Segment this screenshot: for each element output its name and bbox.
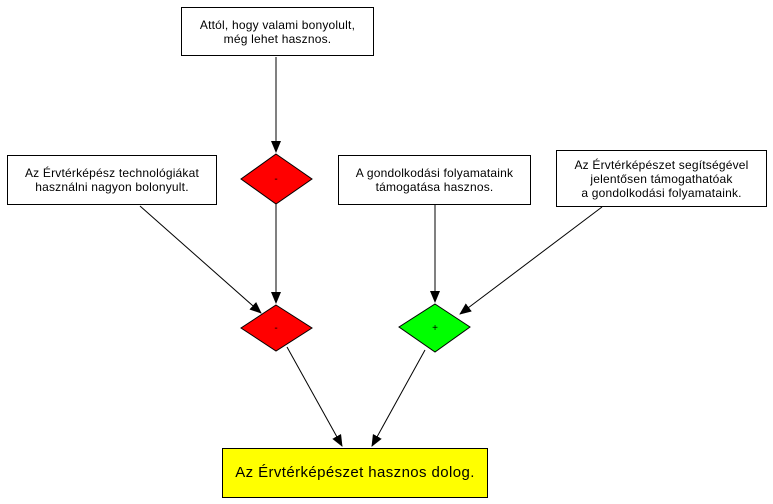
lower-objection-symbol: - bbox=[274, 323, 277, 334]
conclusion-box[interactable]: Az Érvtérképészet hasznos dolog. bbox=[222, 448, 488, 498]
edge-lower-objection-to-conclusion bbox=[286, 346, 343, 447]
support-diamond[interactable] bbox=[398, 303, 471, 353]
claim-mapping-supports-thinking[interactable]: Az Érvtérképészet segítségével jelentőse… bbox=[556, 150, 767, 207]
claim-supporting-thinking-useful[interactable]: A gondolkodási folyamataink támogatása h… bbox=[338, 155, 531, 205]
support-symbol: + bbox=[432, 323, 438, 334]
upper-objection-symbol: - bbox=[274, 174, 277, 185]
claim-technology-too-complex[interactable]: Az Érvtérképész technológiákat használni… bbox=[7, 155, 217, 205]
edge-mapping-supports-to-support bbox=[459, 206, 603, 315]
upper-objection-diamond[interactable] bbox=[240, 153, 313, 205]
edge-complex-claim-to-lower-objection bbox=[139, 205, 262, 314]
edge-support-to-conclusion bbox=[371, 349, 426, 447]
claim-complex-can-be-useful[interactable]: Attól, hogy valami bonyolult, még lehet … bbox=[181, 7, 374, 56]
lower-objection-diamond[interactable] bbox=[240, 304, 313, 352]
